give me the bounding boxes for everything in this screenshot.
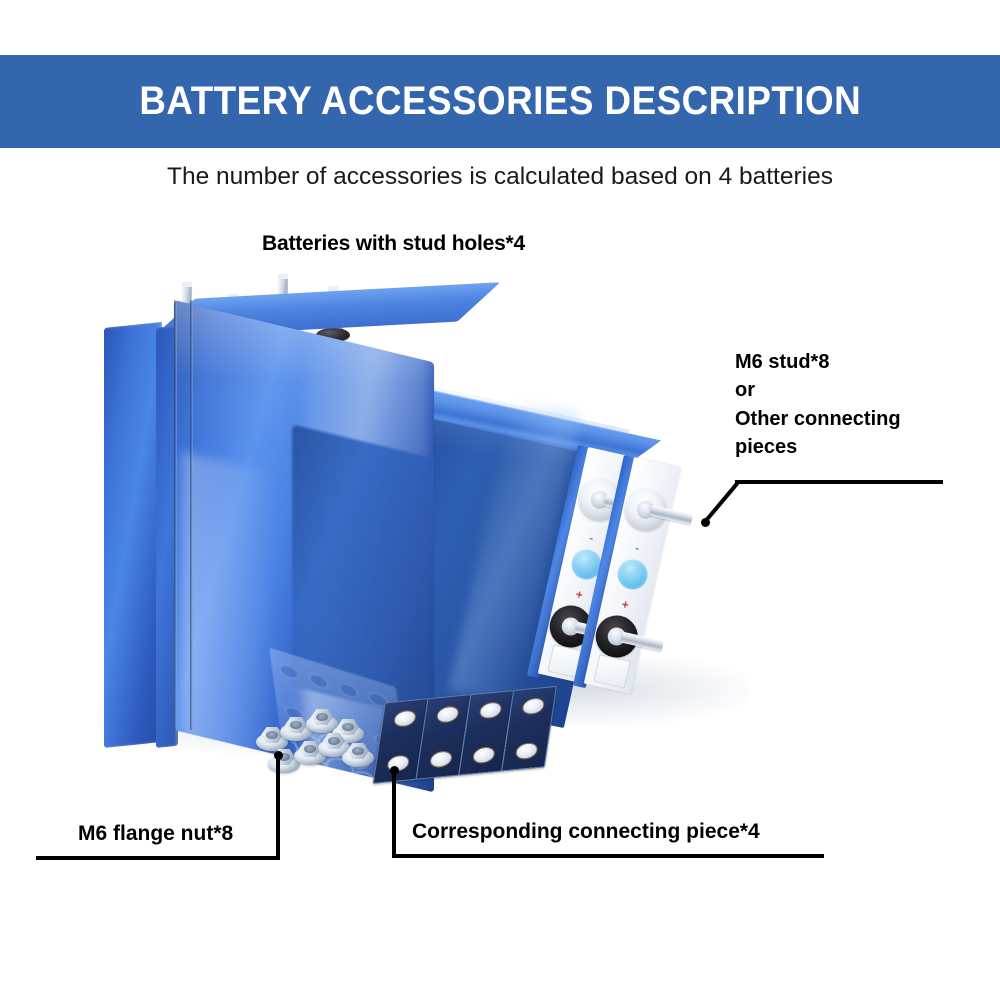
callout-stud-line2: or [735,379,755,402]
callout-label-flange-nut: M6 flange nut*8 [78,822,234,845]
flange-nut [280,713,312,741]
flange-nut [306,705,338,733]
nut-hole [304,745,316,753]
battery-label-patch-2 [593,654,631,689]
callout-label-batteries: Batteries with stud holes*4 [262,232,525,255]
busbar-hole [428,750,454,769]
nut-hole [342,723,354,731]
subtitle-text: The number of accessories is calculated … [167,163,833,190]
nut-hole [290,721,302,729]
busbar-hole [478,701,503,720]
polarity-mark-positive: + [620,597,631,613]
vent-disc-2 [614,556,651,593]
flange-nut [294,737,326,765]
nut-hole [316,713,328,721]
battery-seam-2 [190,300,193,731]
nut-hole [266,731,278,739]
battery-seam-1 [174,300,177,731]
flange-nut [256,723,288,751]
busbar-hole [392,709,418,728]
product-photo: - + - + [0,255,1000,815]
busbar-hole [471,745,497,765]
polarity-mark-positive: + [574,587,585,603]
page-title: BATTERY ACCESSORIES DESCRIPTION [139,79,861,123]
flange-nut [318,729,350,757]
leader-underline-flange-nut [36,856,280,860]
callout-stud-line4: pieces [735,436,798,459]
nut-hole [278,753,290,761]
leader-underline-stud [735,480,943,484]
callout-stud-text: M6 stud*8 or Other connecting pieces [735,348,985,462]
flange-nut [342,739,374,767]
leader-vertical-connecting-piece [392,770,396,858]
callout-stud-line3: Other connecting [735,407,901,430]
stud-cap [182,282,192,287]
header-banner: BATTERY ACCESSORIES DESCRIPTION [0,55,1000,148]
callout-label-connecting-piece: Corresponding connecting piece*4 [412,820,760,843]
busbar-hole [521,697,546,716]
stud-cap [278,274,288,279]
battery-cell-back-slab [104,321,162,748]
polarity-mark-negative: - [587,530,595,546]
leader-underline-connecting-piece [392,854,824,858]
nut-hole [328,737,340,745]
positive-terminal-2 [620,484,694,540]
leader-vertical-flange-nut [276,755,280,860]
connecting-piece-group [372,685,557,788]
nut-hole [352,747,364,755]
busbar-hole [514,741,539,761]
busbar-hole [435,705,460,724]
battery-stack-upright [104,274,514,793]
callout-stud-line1: M6 stud*8 [735,351,830,373]
flange-nut-cluster [254,703,374,773]
stud-cap [328,286,338,291]
flange-nut [332,715,364,743]
stud-shaft [182,284,192,320]
polarity-mark-negative: - [633,540,641,556]
